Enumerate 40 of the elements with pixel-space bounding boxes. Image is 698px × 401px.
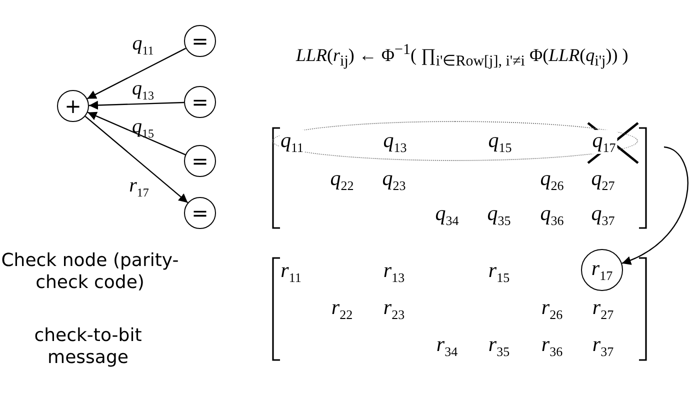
matrix-entry: r$_{23}$ (383, 296, 405, 322)
row-highlight-ellipse (272, 121, 638, 161)
matrix-entry: r$_{27}$ (592, 296, 614, 322)
matrix-entry: r$_{15}$ (488, 260, 510, 284)
arrow (86, 48, 186, 100)
matrix-entry: q$_{26}$ (540, 168, 564, 192)
edge-label: q$_{15}$ (132, 116, 154, 140)
matrix-entry: q$_{27}$ (591, 168, 615, 192)
matrix-entry: q$_{37}$ (591, 202, 615, 228)
matrix-entry: r$_{22}$ (331, 296, 353, 322)
matrix-entry: q$_{11}$ (279, 130, 305, 154)
edge-label: q$_{13}$ (132, 78, 154, 102)
variable-node-circle: = (184, 197, 216, 229)
matrix-entry: r$_{34}$ (436, 334, 458, 358)
formula: LLR(r$_{ij}$) ← Φ$^{−1}$( ∏$_{i'∈Row[j], i'≠i}$ Φ(LLR(q$_{i'j}$)) ) (296, 42, 628, 71)
variable-node-circle: = (184, 25, 216, 57)
caption-text: Check node (parity-check code) (0, 250, 180, 294)
matrix-entry: r$_{26}$ (541, 296, 563, 322)
matrix-entry: q$_{35}$ (487, 202, 511, 228)
matrix-entry: q$_{34}$ (435, 202, 459, 228)
arrow (87, 112, 186, 156)
matrix-entry: r$_{13}$ (383, 260, 405, 284)
matrix-entry: r$_{35}$ (488, 334, 510, 358)
matrix-entry: q$_{36}$ (540, 202, 564, 228)
matrix-entry: q$_{22}$ (330, 168, 354, 192)
edge-label: r$_{17}$ (129, 176, 149, 198)
check-node-circle: + (57, 90, 89, 122)
arrow (622, 146, 688, 264)
matrix-entry: q$_{23}$ (382, 168, 406, 192)
matrix-entry: r$_{37}$ (592, 334, 614, 358)
caption-text: check-to-bit message (33, 325, 143, 369)
variable-node-circle: = (184, 86, 216, 118)
matrix-entry: q$_{17}$ (591, 130, 617, 154)
edge-label: q$_{11}$ (132, 34, 154, 56)
circled-entry: r$_{17}$ (581, 249, 623, 291)
variable-node-circle: = (184, 145, 216, 177)
arrow (88, 100, 184, 110)
arrow (84, 116, 188, 204)
matrix-entry: r$_{36}$ (541, 334, 563, 358)
matrix-entry: r$_{11}$ (280, 260, 302, 284)
